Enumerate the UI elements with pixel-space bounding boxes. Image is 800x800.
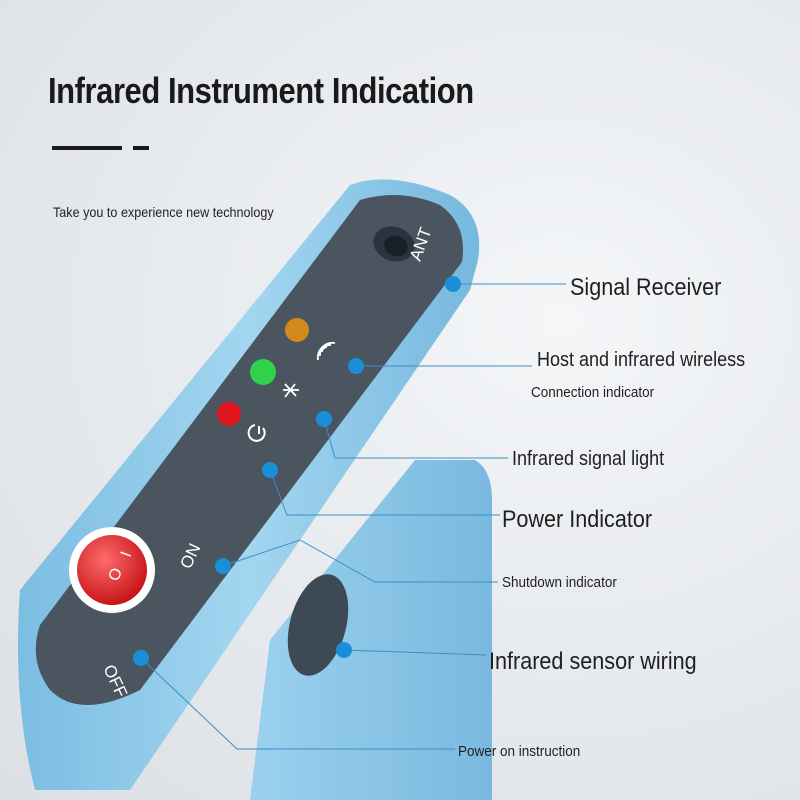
dot-power-indicator (262, 462, 278, 478)
infrared-icon (283, 383, 299, 398)
red-led (217, 402, 241, 426)
antenna-port (373, 226, 415, 262)
callout-shutdown-indicator: Shutdown indicator (502, 574, 617, 591)
power-rocker-switch (69, 527, 155, 613)
page-subtitle: Take you to experience new technology (53, 204, 274, 220)
callout-connection-indicator: Connection indicator (531, 384, 655, 401)
dot-signal-receiver (445, 276, 461, 292)
title-underline-short (133, 146, 149, 150)
wireless-icon (316, 341, 336, 361)
title-underline-long (52, 146, 122, 150)
callout-infrared-signal-light: Infrared signal light (512, 448, 665, 470)
dot-sensor-wiring (336, 642, 352, 658)
page-title: Infrared Instrument Indication (48, 70, 474, 111)
callout-power-indicator: Power Indicator (502, 506, 653, 533)
dot-shutdown-indicator (215, 558, 231, 574)
callout-infrared-sensor-wiring: Infrared sensor wiring (489, 648, 697, 675)
amber-led (285, 318, 309, 342)
switch-i-label: I (118, 549, 135, 559)
green-led (250, 359, 276, 385)
callout-host-wireless: Host and infrared wireless (537, 349, 746, 371)
callout-power-on-instruction: Power on instruction (458, 743, 581, 760)
callout-signal-receiver: Signal Receiver (570, 274, 722, 301)
switch-o-label: O (106, 566, 126, 584)
callout-leader-lines (140, 283, 566, 750)
power-icon (247, 424, 266, 442)
sensor-connector-block (250, 460, 492, 800)
callout-dots (133, 276, 461, 666)
dot-power-on (133, 650, 149, 666)
dot-wireless-connection (348, 358, 364, 374)
dot-infrared-signal (316, 411, 332, 427)
